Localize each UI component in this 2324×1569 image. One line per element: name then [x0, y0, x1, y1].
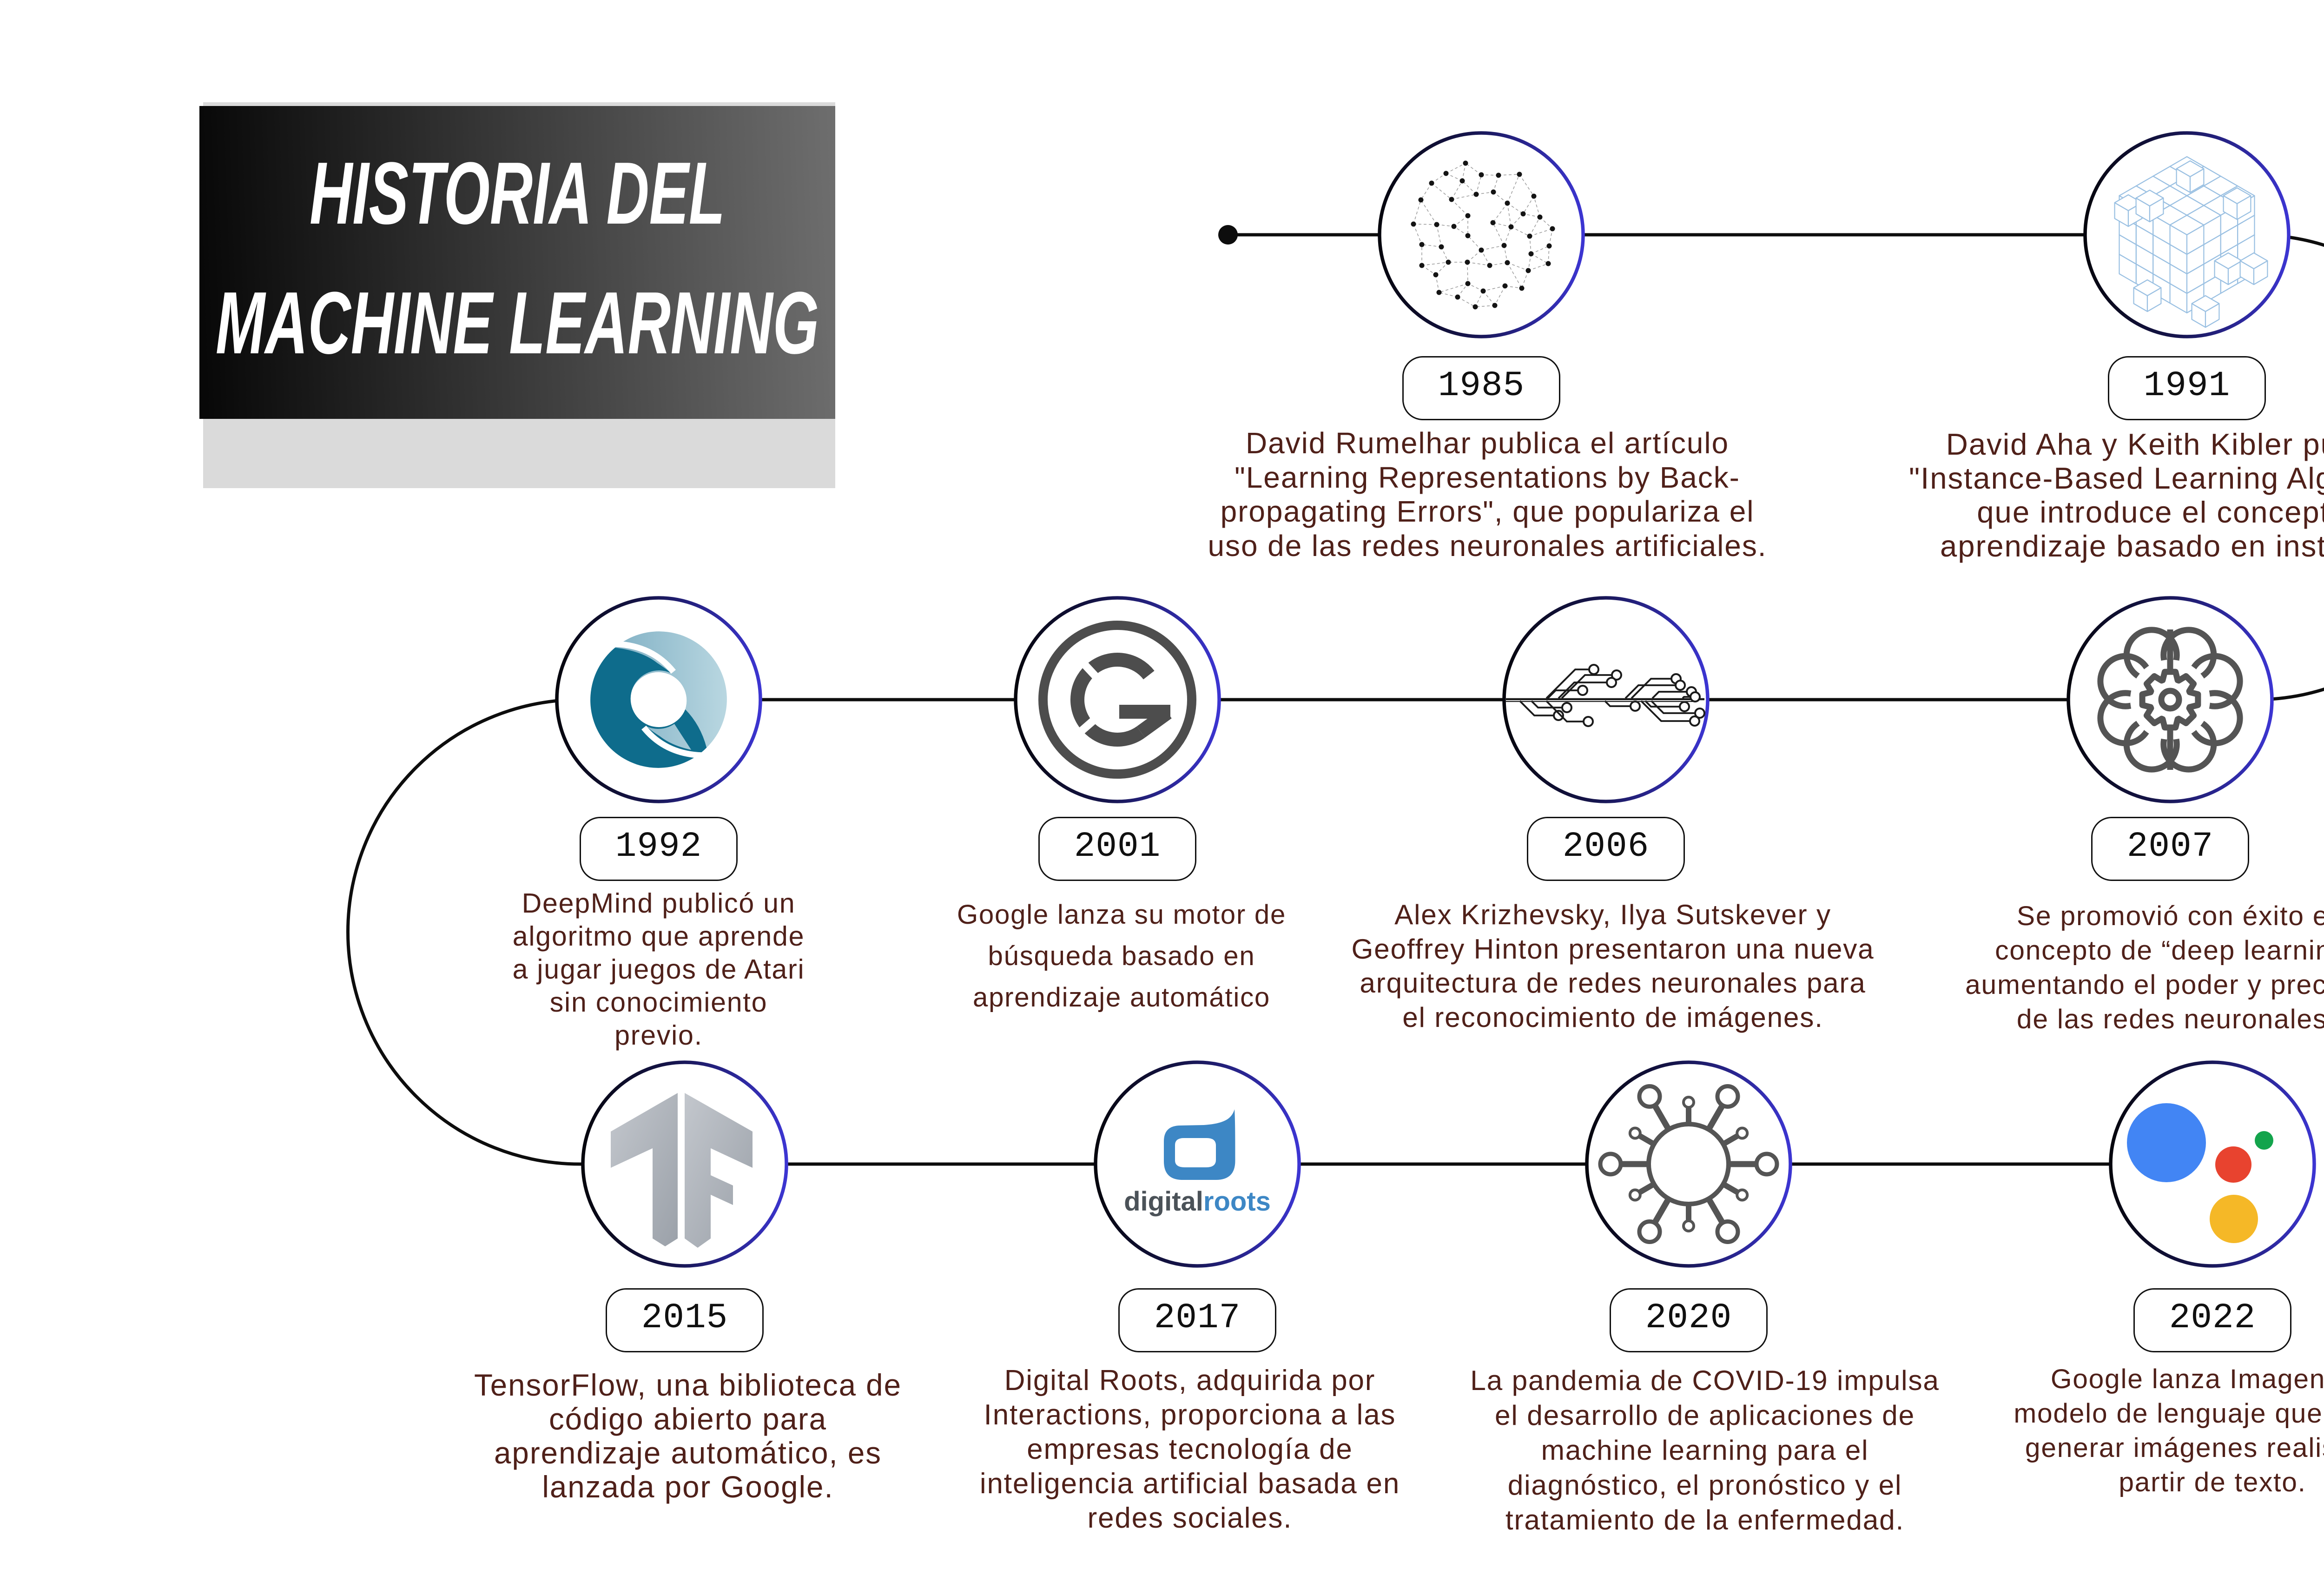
svg-text:digitalroots: digitalroots — [1124, 1186, 1271, 1217]
